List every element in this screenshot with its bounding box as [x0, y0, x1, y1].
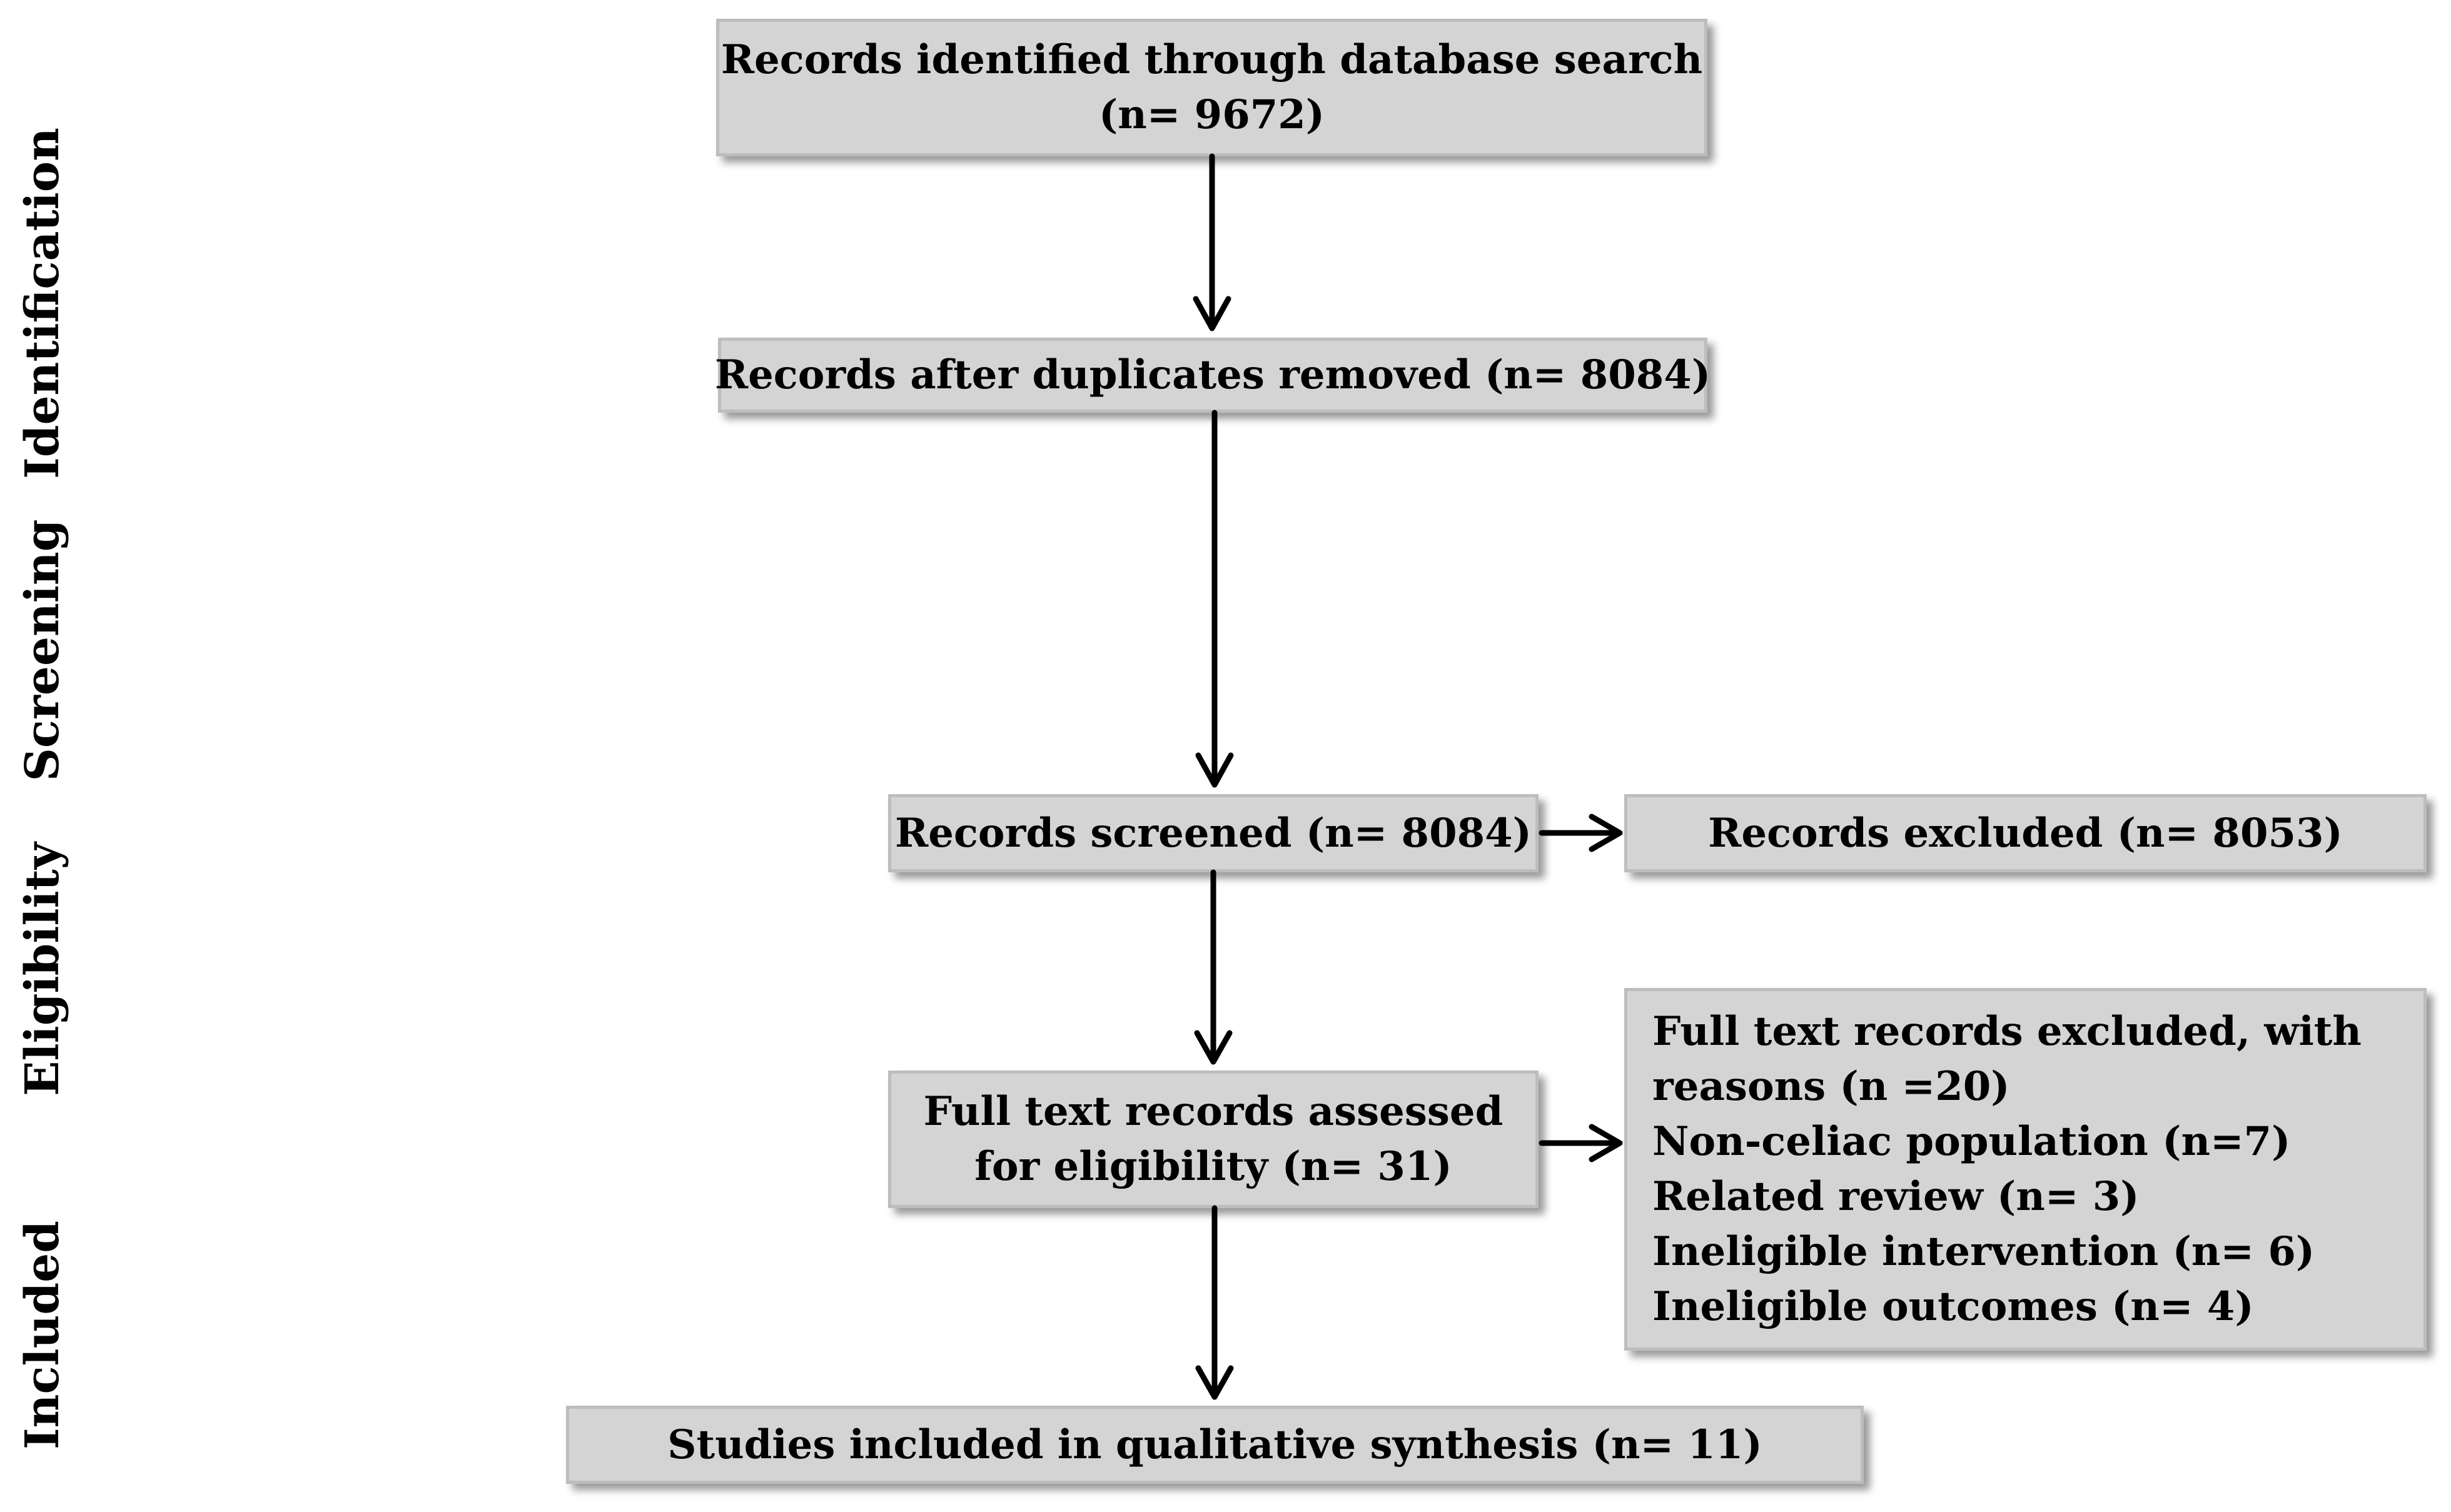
- records-identified-count: (n= 9672): [1098, 91, 1325, 138]
- exclusion-reason-item: Ineligible intervention (n= 6): [1652, 1228, 2315, 1275]
- records-deduplicated-box: Records after duplicates removed (n= 808…: [715, 338, 1711, 413]
- fulltext-assessed-box: Full text records assessed for eligibili…: [888, 1071, 1539, 1208]
- fulltext-excluded-text: Full text records excluded, with: [1652, 1008, 2362, 1055]
- exclusion-reason-item: Non-celiac population (n=7): [1652, 1118, 2291, 1165]
- studies-included-box: Studies included in qualitative synthesi…: [566, 1406, 1864, 1484]
- fulltext-assessed-count: for eligibility (n= 31): [974, 1143, 1452, 1190]
- arrowhead-assessed-to-fulltext-excluded: [1589, 1124, 1623, 1162]
- arrowhead-screened-to-assessed: [1194, 1030, 1233, 1065]
- records-identified-text: Records identified through database sear…: [720, 36, 1703, 83]
- exclusion-reason-item: Related review (n= 3): [1652, 1173, 2140, 1220]
- fulltext-assessed-text: Full text records assessed: [923, 1088, 1503, 1135]
- records-screened-text: Records screened (n= 8084): [895, 809, 1532, 857]
- arrowhead-identified-to-deduplicated: [1193, 296, 1231, 331]
- studies-included-text: Studies included in qualitative synthesi…: [667, 1421, 1762, 1468]
- arrowhead-screened-to-excluded: [1589, 814, 1623, 852]
- arrowhead-deduplicated-to-screened: [1195, 752, 1234, 788]
- arrowhead-assessed-to-included: [1195, 1365, 1234, 1400]
- records-excluded-text: Records excluded (n= 8053): [1708, 809, 2343, 857]
- exclusion-reason-item: Ineligible outcomes (n= 4): [1652, 1283, 2254, 1330]
- records-excluded-box: Records excluded (n= 8053): [1624, 794, 2427, 872]
- fulltext-excluded-box: Full text records excluded, with reasons…: [1624, 988, 2427, 1351]
- records-identified-box: Records identified through database sear…: [716, 19, 1707, 156]
- fulltext-excluded-count: reasons (n =20): [1652, 1063, 2010, 1110]
- records-deduplicated-text: Records after duplicates removed (n= 808…: [714, 351, 1711, 398]
